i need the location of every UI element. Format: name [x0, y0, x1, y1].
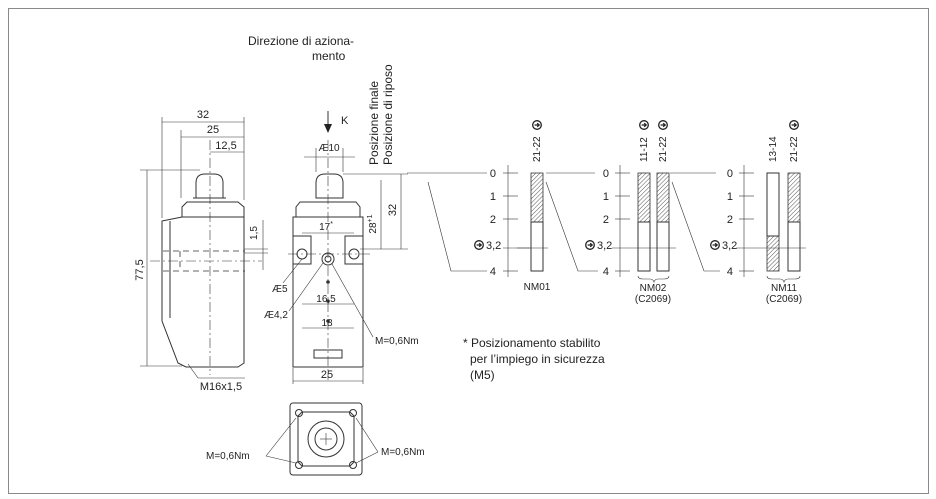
rest-position-label: Posizione di riposo: [381, 64, 395, 165]
torque-label: M=0,6Nm: [375, 336, 419, 347]
nm11-column-2-label: 21-22: [789, 136, 800, 162]
tick-4: 4: [490, 266, 496, 278]
direction-label-line1: Direzione di aziona-: [248, 34, 354, 48]
tick-1: 1: [603, 191, 609, 203]
contact-diagrams: 0 1 2 3,2 4 21-22 NM01 0 1 2 3,2 4: [407, 120, 806, 305]
note-line-3: (M5): [470, 368, 495, 382]
tick-2: 2: [490, 214, 496, 226]
side-view: 32 25 12,5 77,5 1,5 M16x1,5: [134, 109, 268, 393]
tick-0: 0: [490, 168, 496, 180]
dim-dia-10: Æ10: [318, 143, 340, 154]
tick-1: 1: [490, 191, 496, 203]
tick-4: 4: [603, 266, 609, 278]
tick-1: 1: [727, 191, 733, 203]
tick-4: 4: [727, 266, 733, 278]
thread-label: M16x1,5: [200, 381, 242, 393]
tick-3-2: 3,2: [486, 240, 501, 252]
note-line-1: * Posizionamento stabilito: [463, 336, 601, 350]
dim-spacing-16-5: 16,5: [316, 294, 336, 305]
force-k-label: K: [341, 115, 349, 127]
nm11-name: NM11: [771, 283, 797, 294]
positive-opening-icon: [639, 120, 649, 130]
tick-0: 0: [727, 168, 733, 180]
tick-0: 0: [603, 168, 609, 180]
drawing-frame: [8, 8, 929, 494]
nm02-name: NM02: [640, 283, 667, 294]
top-torque-right: M=0,6Nm: [381, 447, 425, 458]
dim-width-32: 32: [197, 109, 209, 121]
tick-2: 2: [727, 214, 733, 226]
top-torque-left: M=0,6Nm: [206, 451, 250, 462]
nm01-name: NM01: [524, 282, 551, 293]
tick-2: 2: [603, 214, 609, 226]
nm02-column-2-label: 21-22: [658, 136, 669, 162]
dim-base-25: 25: [321, 369, 333, 381]
safety-note: * Posizionamento stabilito per l’impiego…: [463, 336, 605, 382]
note-line-2: per l’impiego in sicurezza: [470, 352, 605, 366]
positive-opening-icon: [532, 120, 542, 130]
positive-opening-icon: [658, 120, 668, 130]
contact-nm02: 0 1 2 3,2 4 11-12 21-22 NM02 (C2069): [585, 120, 676, 305]
dim-height-77-5: 77,5: [134, 259, 146, 280]
dim-spacing-18: 18: [321, 318, 333, 329]
dim-spacing-17: 17*: [319, 221, 333, 233]
dim-width-25: 25: [207, 124, 219, 136]
nm01-column-label: 21-22: [532, 136, 543, 162]
front-view: K Æ10 28+1 32 17* Æ5 Æ4,2 16,5 18 M=0,6N…: [264, 111, 419, 384]
dim-width-12-5: 12,5: [215, 140, 236, 152]
direction-label-line2: mento: [312, 49, 346, 63]
nm02-column-1-label: 11-12: [639, 137, 650, 162]
top-view: M=0,6Nm M=0,6Nm: [206, 402, 425, 476]
tick-3-2: 3,2: [597, 240, 612, 252]
tick-3-2: 3,2: [722, 240, 737, 252]
nm11-column-1-label: 13-14: [768, 136, 779, 162]
positive-opening-icon: [789, 120, 799, 130]
dim-offset-1-5: 1,5: [249, 226, 260, 240]
dim-height-28: 28+1: [367, 214, 379, 233]
nm02-sub: (C2069): [635, 294, 671, 305]
positive-opening-icon: [710, 240, 720, 250]
dim-height-32: 32: [387, 204, 399, 216]
contact-nm11: 0 1 2 3,2 4 13-14 21-22 NM11 (C2069): [710, 120, 806, 305]
nm11-sub: (C2069): [766, 294, 802, 305]
positive-opening-icon: [585, 240, 595, 250]
final-position-label: Posizione finale: [367, 81, 381, 165]
positive-opening-icon: [474, 240, 484, 250]
contact-nm01: 0 1 2 3,2 4 21-22 NM01: [474, 120, 551, 293]
dim-dia-5: Æ5: [272, 284, 288, 295]
dim-dia-4-2: Æ4,2: [264, 310, 288, 321]
